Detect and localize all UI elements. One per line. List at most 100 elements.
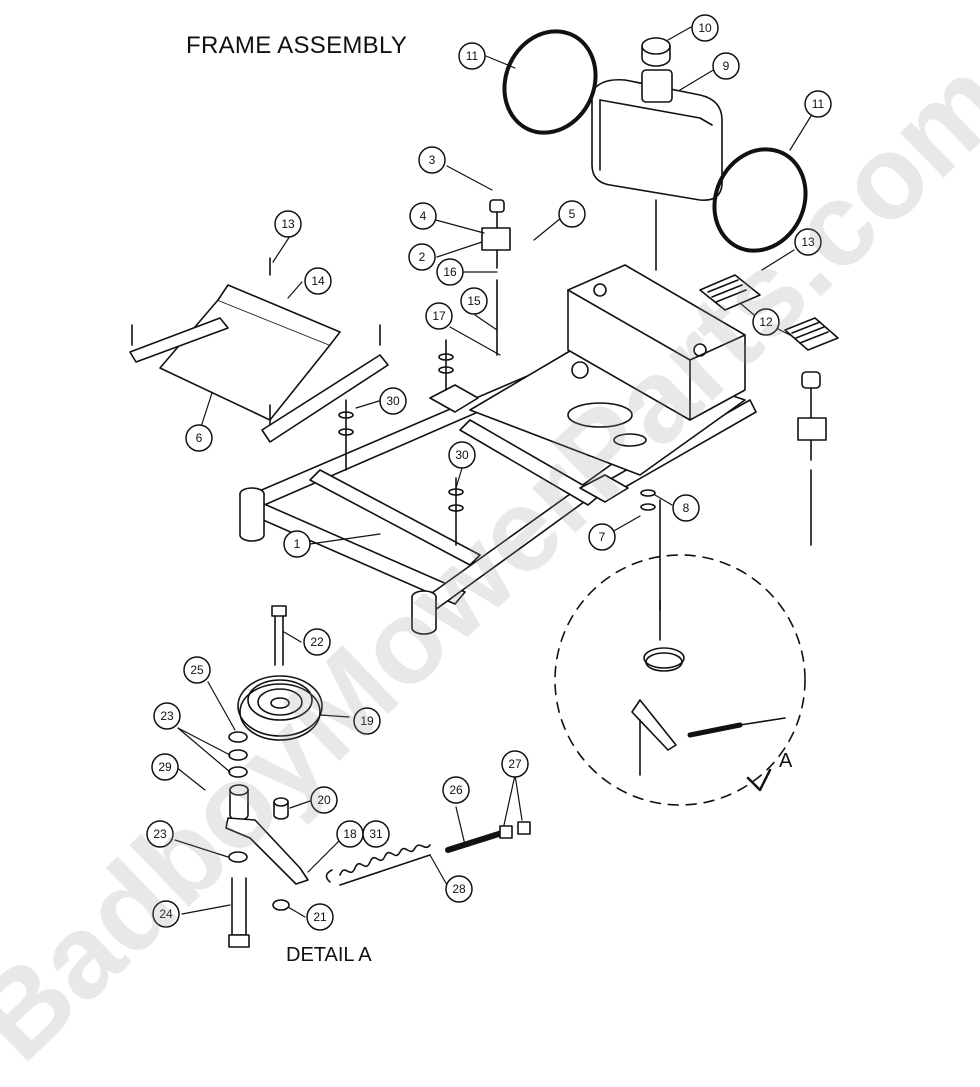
callout-circle <box>274 210 302 238</box>
callout-10: 10 <box>691 14 719 42</box>
callout-number: 3 <box>429 153 436 167</box>
callout-27: 27 <box>501 750 529 778</box>
fuel-tank <box>591 37 723 271</box>
callout-24: 24 <box>152 900 180 928</box>
callout-circle <box>501 750 529 778</box>
detail-a-idler-assembly <box>225 605 531 948</box>
callout-circle <box>712 52 740 80</box>
callout-number: 22 <box>310 635 324 649</box>
callout-circle <box>691 14 719 42</box>
callout-circle <box>804 90 832 118</box>
callout-number: 4 <box>420 209 427 223</box>
callout-number: 19 <box>360 714 374 728</box>
callout-number: 18 <box>343 827 357 841</box>
callout-number: 31 <box>369 827 383 841</box>
callout-circle <box>418 146 446 174</box>
callout-22: 22 <box>303 628 331 656</box>
callout-circle <box>409 202 437 230</box>
callout-number: 10 <box>698 21 712 35</box>
callout-16: 16 <box>436 258 464 286</box>
callout-23: 23 <box>146 820 174 848</box>
callout-29: 29 <box>151 753 179 781</box>
callout-circle <box>752 308 780 336</box>
callout-number: 11 <box>466 49 479 63</box>
callout-circle <box>304 267 332 295</box>
callout-21: 21 <box>306 903 334 931</box>
callout-circle <box>362 820 390 848</box>
callout-circle <box>183 656 211 684</box>
callout-9: 9 <box>712 52 740 80</box>
callout-number: 13 <box>801 235 815 249</box>
callout-number: 15 <box>467 294 481 308</box>
callout-15: 15 <box>460 287 488 315</box>
callout-number: 16 <box>443 265 457 279</box>
callout-2: 2 <box>408 243 436 271</box>
callout-number: 23 <box>160 709 174 723</box>
callout-number: 20 <box>317 793 331 807</box>
callout-circle <box>353 707 381 735</box>
callout-number: 9 <box>723 59 730 73</box>
callout-number: 8 <box>683 501 690 515</box>
callout-number: 14 <box>311 274 325 288</box>
callout-circle <box>460 287 488 315</box>
callout-circle <box>283 530 311 558</box>
callout-number: 30 <box>386 394 400 408</box>
callout-circle <box>588 523 616 551</box>
callout-number: 27 <box>508 757 522 771</box>
callout-circle <box>558 200 586 228</box>
callout-circle <box>306 903 334 931</box>
callout-1: 1 <box>283 530 311 558</box>
callout-circle <box>436 258 464 286</box>
callout-18: 18 <box>336 820 364 848</box>
callout-23: 23 <box>153 702 181 730</box>
callout-circle <box>151 753 179 781</box>
callout-number: 30 <box>455 448 469 462</box>
callout-20: 20 <box>310 786 338 814</box>
callout-number: 12 <box>759 315 773 329</box>
callout-13: 13 <box>274 210 302 238</box>
callout-circle <box>408 243 436 271</box>
callout-circle <box>458 42 486 70</box>
callout-number: 1 <box>294 537 301 551</box>
callout-31: 31 <box>362 820 390 848</box>
detail-a-circle <box>554 554 806 806</box>
callout-circle <box>425 302 453 330</box>
callout-number: 6 <box>196 431 203 445</box>
callout-number: 7 <box>599 530 606 544</box>
callout-circle <box>146 820 174 848</box>
callout-5: 5 <box>558 200 586 228</box>
fuel-valve-left <box>481 199 511 356</box>
callout-17: 17 <box>425 302 453 330</box>
callout-8: 8 <box>672 494 700 522</box>
callout-circle <box>379 387 407 415</box>
callout-11: 11 <box>458 42 486 70</box>
seat-plate <box>129 257 389 443</box>
callout-circle <box>152 900 180 928</box>
callout-number: 24 <box>159 907 173 921</box>
callout-circle <box>445 875 473 903</box>
callout-number: 17 <box>432 309 446 323</box>
callout-30: 30 <box>379 387 407 415</box>
callout-number: 28 <box>452 882 466 896</box>
callout-4: 4 <box>409 202 437 230</box>
callout-25: 25 <box>183 656 211 684</box>
tank-strap-right <box>712 147 808 253</box>
diagram-title: FRAME ASSEMBLY <box>186 32 408 59</box>
callout-circle <box>442 776 470 804</box>
view-a-letter: A <box>779 750 793 772</box>
foot-pads <box>699 274 839 351</box>
callout-19: 19 <box>353 707 381 735</box>
callout-6: 6 <box>185 424 213 452</box>
fuel-valve-right <box>797 371 827 546</box>
callout-number: 25 <box>190 663 204 677</box>
callout-12: 12 <box>752 308 780 336</box>
callout-number: 11 <box>812 97 825 111</box>
callout-28: 28 <box>445 875 473 903</box>
callout-circle <box>794 228 822 256</box>
frame-assembly-drawing: 1234567891011111213131415161718192021222… <box>129 14 839 948</box>
callout-number: 5 <box>569 207 576 221</box>
main-frame <box>239 264 757 635</box>
callout-number: 29 <box>158 760 172 774</box>
washer-stacks <box>338 339 661 611</box>
